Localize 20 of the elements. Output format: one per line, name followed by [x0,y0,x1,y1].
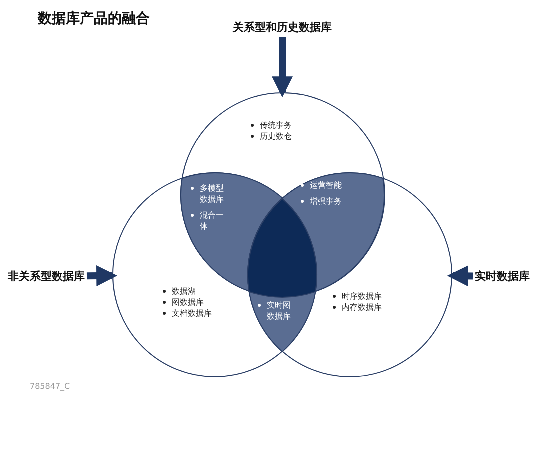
category-label: 非关系型数据库 [8,269,85,284]
category-label: 实时数据库 [475,269,530,284]
list-item: 传统事务 [248,120,318,131]
arrow [86,266,118,287]
arrow [447,266,474,287]
list-item: 实时图数据库 [255,300,297,322]
arrow [272,37,293,98]
diagram-title: 数据库产品的融合 [38,10,150,28]
list-item: 混合一体 [188,210,228,232]
list-item: 多模型数据库 [188,182,228,205]
list-item: 数据湖 [160,286,230,297]
list-item: 文档数据库 [160,308,230,319]
list-item: 内存数据库 [330,302,405,313]
list-item: 时序数据库 [330,291,405,302]
list-item: 历史数仓 [248,131,318,142]
reference-code: 785847_C [30,382,70,391]
list-item: 图数据库 [160,297,230,308]
category-label: 关系型和历史数据库 [233,20,332,35]
list-item: 增强事务 [298,196,358,207]
list-item: 运营智能 [298,180,358,191]
